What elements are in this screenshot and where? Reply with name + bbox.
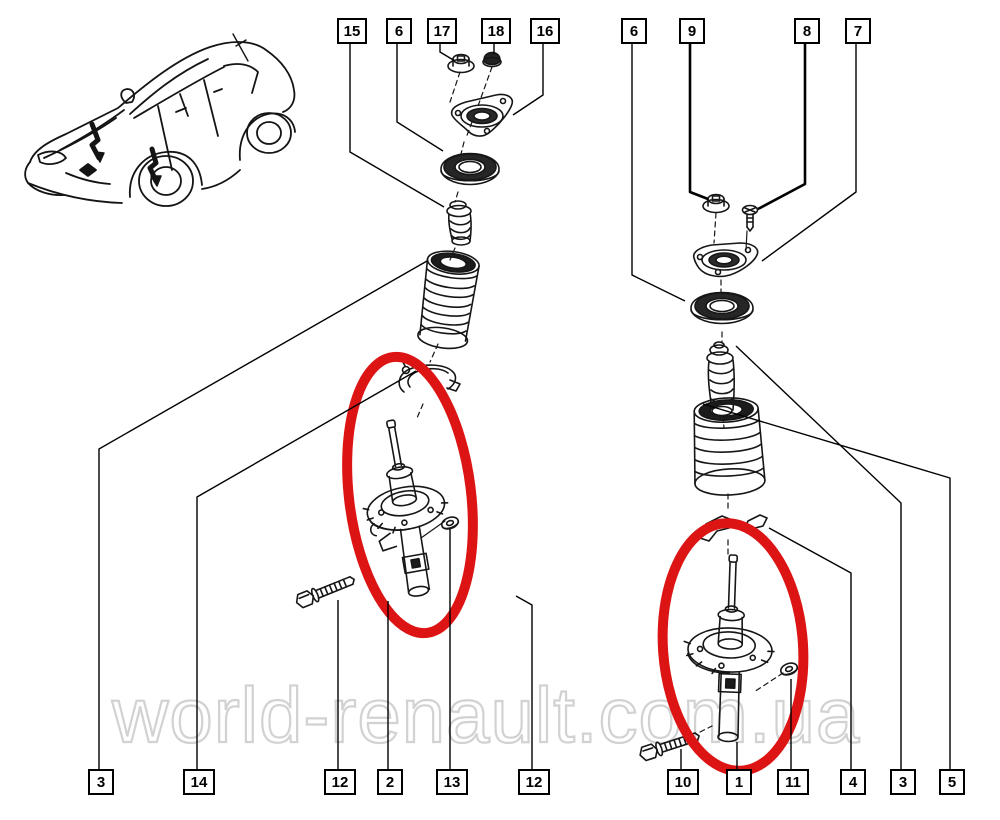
callout-17[interactable]: 17 [427, 18, 457, 44]
leader-3-left [98, 260, 428, 769]
leader-17 [439, 44, 456, 62]
shock-absorber-right [683, 554, 775, 743]
leader-4 [768, 527, 852, 769]
callout-9[interactable]: 9 [679, 18, 705, 44]
callout-8[interactable]: 8 [794, 18, 820, 44]
flanged-nut-left [447, 53, 475, 74]
callout-10[interactable]: 10 [667, 769, 699, 795]
callout-3-right[interactable]: 3 [890, 769, 916, 795]
screw-right [741, 204, 759, 232]
bearing-left [440, 152, 500, 186]
leader-5 [702, 403, 951, 769]
pinch-bolt-left [295, 576, 355, 609]
right-strut-assembly [639, 193, 799, 762]
callout-12-a[interactable]: 12 [324, 769, 356, 795]
callout-13[interactable]: 13 [436, 769, 468, 795]
shock-absorber-left [362, 419, 449, 597]
top-mount-right [692, 242, 759, 278]
leader-6-left [396, 44, 444, 152]
flanged-nut-right [702, 193, 730, 214]
bearing-right [690, 291, 754, 325]
strut-location-arrow-wheel [147, 146, 162, 187]
bump-stop-left [446, 200, 472, 246]
callout-1[interactable]: 1 [726, 769, 752, 795]
leader-16 [512, 44, 544, 116]
washer-left [440, 516, 460, 530]
leader-14 [196, 370, 417, 769]
callout-7[interactable]: 7 [845, 18, 871, 44]
left-strut-assembly [295, 51, 514, 609]
leader-12-b [515, 595, 533, 769]
callout-15[interactable]: 15 [337, 18, 367, 44]
renault-logo [79, 163, 97, 177]
callout-4[interactable]: 4 [840, 769, 866, 795]
leader-15 [349, 44, 445, 208]
highlight-ellipse-left [342, 351, 478, 639]
leader-lines [98, 44, 951, 769]
washer-right [779, 662, 799, 676]
leader-6-right [631, 44, 686, 302]
callout-6-left[interactable]: 6 [386, 18, 412, 44]
leader-9 [688, 44, 709, 201]
cap-nut-left [482, 51, 502, 68]
callout-5[interactable]: 5 [939, 769, 965, 795]
pinch-bolt-right [639, 732, 700, 762]
leader-3-right [735, 345, 902, 769]
strut-location-arrow-hood [89, 121, 105, 163]
watermark-text: world-renault.com.ua [111, 671, 860, 759]
callout-16[interactable]: 16 [530, 18, 560, 44]
callout-12-b[interactable]: 12 [518, 769, 550, 795]
callout-2[interactable]: 2 [377, 769, 403, 795]
callout-6-right[interactable]: 6 [621, 18, 647, 44]
leader-7 [761, 44, 857, 262]
bump-stop-right [706, 341, 735, 417]
top-mount-left [450, 93, 514, 137]
leader-8 [757, 44, 807, 211]
callout-18[interactable]: 18 [481, 18, 511, 44]
dust-boot-left [417, 250, 480, 350]
car-illustration [24, 33, 296, 207]
callout-11[interactable]: 11 [777, 769, 809, 795]
left-axis-dashes [416, 66, 493, 539]
callout-14[interactable]: 14 [183, 769, 215, 795]
callout-3-left[interactable]: 3 [88, 769, 114, 795]
